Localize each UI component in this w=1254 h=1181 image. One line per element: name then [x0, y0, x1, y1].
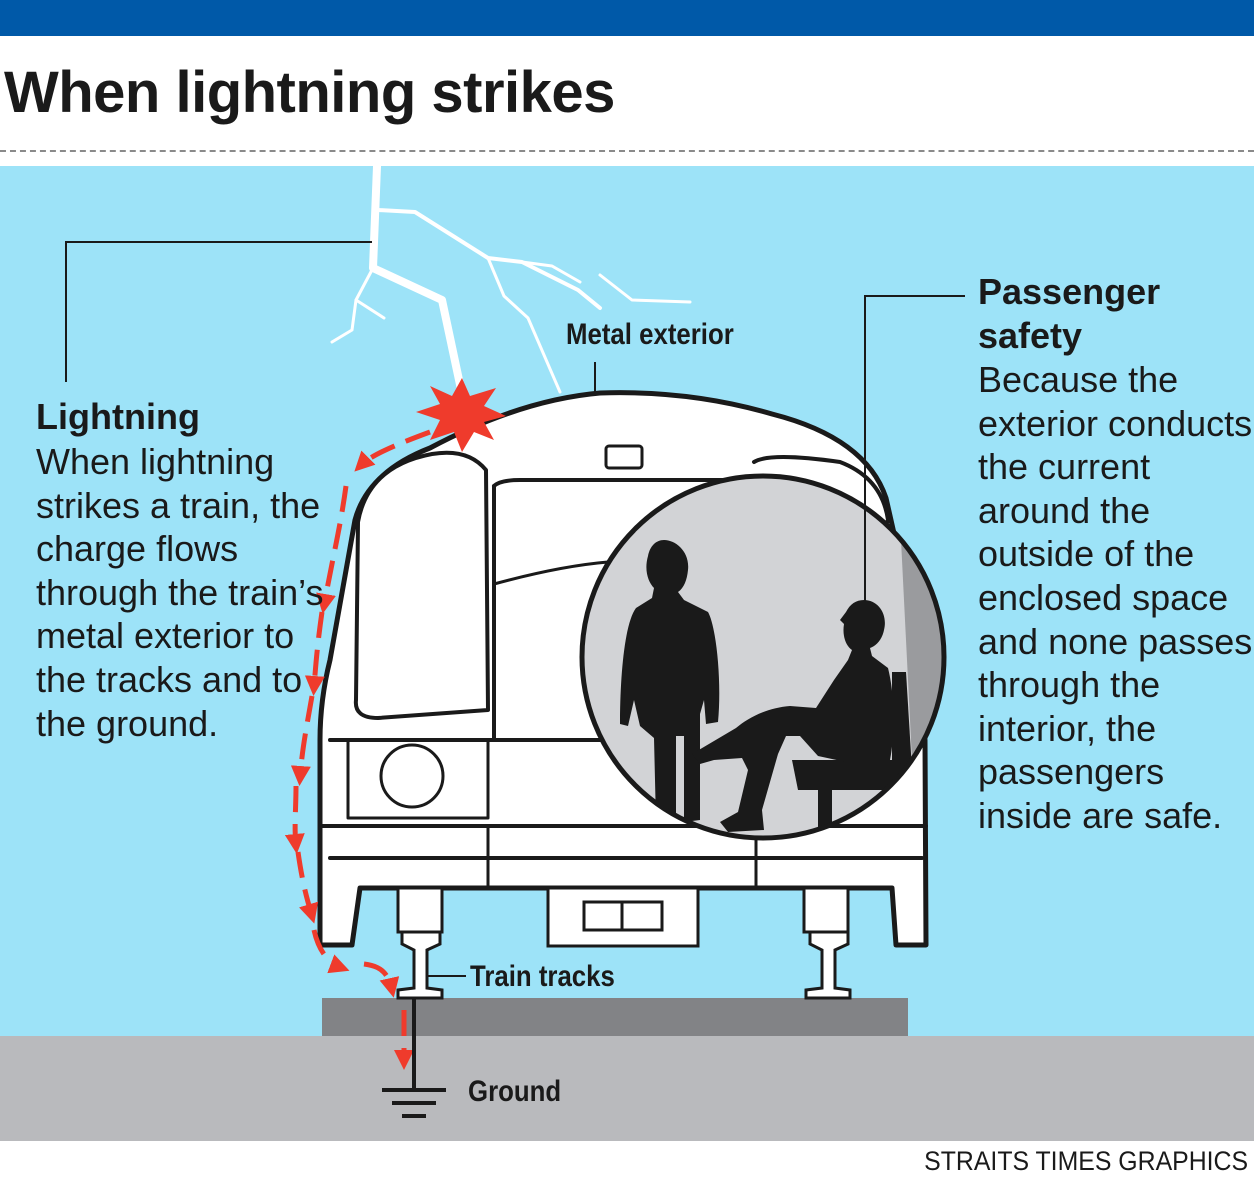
top-bar [0, 0, 1254, 36]
passenger-safety-heading: Passenger safety [978, 271, 1161, 356]
interior-scene [620, 480, 944, 838]
undercarriage [396, 886, 850, 948]
passenger-safety-description: Because the exterior conducts the curren… [978, 359, 1253, 836]
train-headlight [379, 743, 445, 809]
passenger-safety-leader-line [864, 295, 965, 618]
title-divider [0, 150, 1254, 152]
page-title: When lightning strikes [4, 60, 615, 125]
ground-symbol [382, 998, 446, 1118]
lightning-impact-burst [416, 378, 506, 452]
lightning-bolt [330, 162, 692, 398]
source-credit: STRAITS TIMES GRAPHICS [924, 1146, 1248, 1176]
current-flow-arrows [284, 429, 431, 1070]
seated-passenger-silhouette [692, 600, 894, 832]
lightning-description: When lightning strikes a train, the char… [36, 441, 324, 744]
track-base-slab [322, 998, 908, 1036]
train-tracks-label: Train tracks [470, 960, 615, 993]
metal-exterior-label: Metal exterior [566, 318, 734, 351]
train-tracks [396, 930, 852, 1000]
ground-band [0, 1036, 1254, 1141]
lightning-heading: Lightning [36, 396, 200, 437]
lightning-leader-line [65, 241, 372, 382]
ground-label: Ground [468, 1075, 562, 1108]
standing-passenger-silhouette [620, 540, 720, 822]
